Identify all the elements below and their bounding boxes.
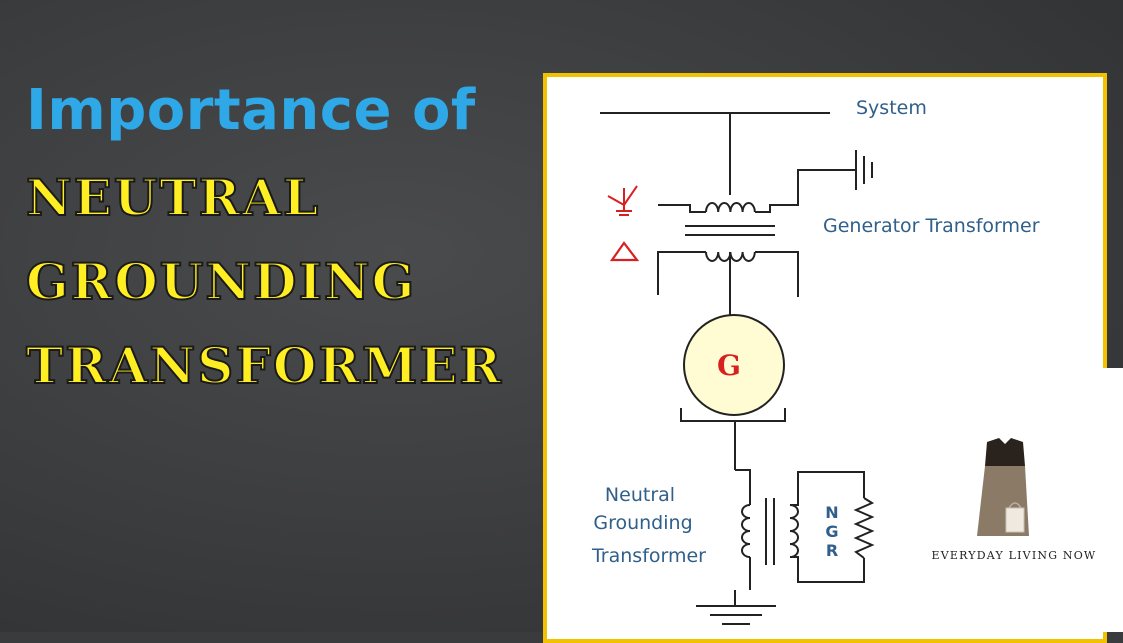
lv-left-lead [657,251,706,295]
ngr-label-n: N [825,503,838,522]
dress-logo-icon [977,438,1029,536]
hv-winding-left-lead [658,204,706,213]
ngr-resistor-zigzag [853,497,875,559]
branding-text: EVERYDAY LIVING NOW [931,549,1097,562]
generator-neutral-bracket [680,408,786,422]
title-importance-of: Importance of [26,78,476,143]
title-transformer: TRANSFORMER [25,335,503,396]
hv-neutral-lead [755,169,856,213]
title-grounding: GROUNDING [25,251,417,312]
hv-coil [705,202,756,213]
generator-transformer-label: Generator Transformer [823,215,1040,237]
wye-grounded-symbol [607,185,638,216]
ngt-label-line3: Transformer [591,545,706,567]
ngt-secondary-loop-top [790,471,865,506]
ngt-primary-coil [741,504,751,558]
ngt-primary-lead [735,469,751,505]
ngt-secondary-loop-bottom [790,556,865,583]
ngt-label-line2: Grounding [593,512,692,534]
ngt-secondary-coil [789,504,799,558]
ngr-label-g: G [825,522,838,541]
lv-right-lead [755,251,799,297]
generator-circle [683,314,785,416]
title-neutral: NEUTRAL [25,167,321,228]
ngr-label-r: R [826,541,838,560]
generator-symbol: G [717,349,741,382]
branding-badge: EVERYDAY LIVING NOW [905,368,1123,632]
delta-symbol [609,241,640,262]
system-label: System [856,97,927,119]
ngt-label-line1: Neutral [605,484,675,506]
